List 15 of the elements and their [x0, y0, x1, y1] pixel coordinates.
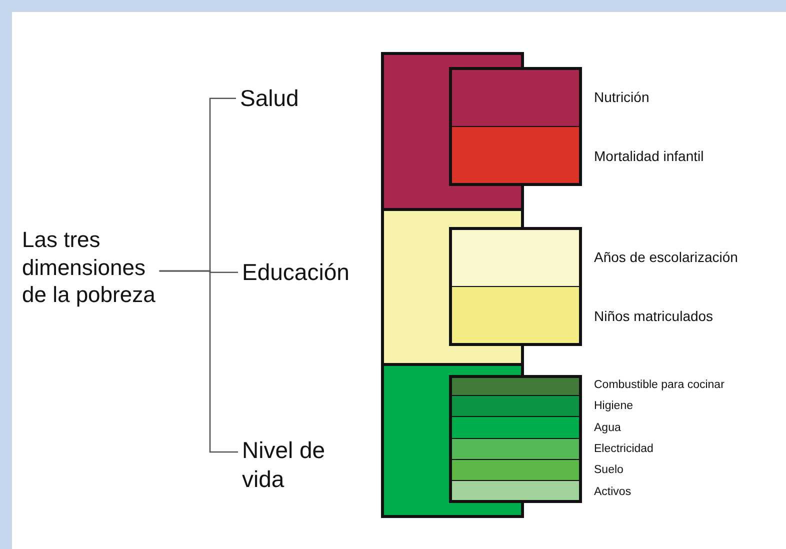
root-label: Las tres dimensiones de la pobreza	[22, 226, 168, 308]
dimension-label: Salud	[240, 84, 360, 113]
indicator-label: Agua	[594, 421, 621, 436]
dimension-label: Nivel de vida	[242, 436, 362, 494]
indicator-label: Nutrición	[594, 88, 650, 107]
indicator-label: Combustible para cocinar	[594, 378, 724, 393]
indicator-label: Mortalidad infantil	[594, 147, 704, 166]
indicator-label: Activos	[594, 485, 632, 500]
bracket-line	[159, 270, 238, 453]
indicator-label: Suelo	[594, 463, 624, 478]
indicator-label: Higiene	[594, 399, 633, 414]
indicator-label: Electricidad	[594, 442, 654, 457]
indicator-label: Años de escolarización	[594, 248, 738, 267]
indicator-label: Niños matriculados	[594, 307, 714, 326]
dimension-label: Educación	[242, 258, 382, 287]
